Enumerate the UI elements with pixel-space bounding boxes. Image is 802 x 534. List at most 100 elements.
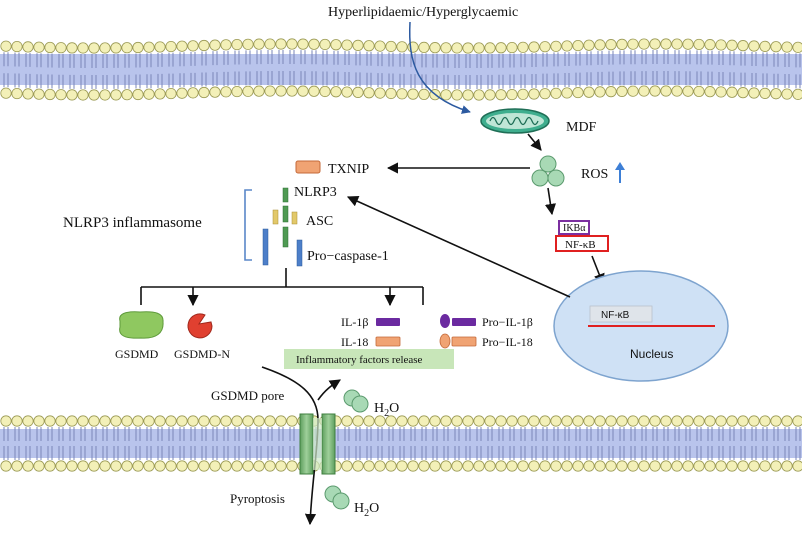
lipid-head	[88, 42, 100, 54]
gsdmd-pore-icon	[299, 413, 336, 475]
lipid-head	[693, 415, 705, 427]
lipid-tail	[476, 427, 482, 441]
lipid-head	[781, 460, 793, 472]
lipid-head	[638, 38, 650, 50]
lipid-head	[473, 89, 485, 101]
lipid-tail	[333, 71, 339, 86]
lipid-head	[682, 38, 694, 50]
lipid-head	[11, 87, 23, 100]
lipid-tail	[366, 446, 372, 460]
lipid-head	[572, 415, 584, 427]
lipid-head	[231, 460, 243, 472]
il18-icon	[375, 336, 401, 347]
lipid-tail	[630, 50, 636, 65]
lipid-tail	[58, 446, 64, 460]
lipid-head	[407, 88, 419, 100]
lipid-head	[429, 415, 441, 427]
lipid-tail	[3, 73, 9, 88]
nlrp3-icon	[282, 187, 289, 248]
lipid-head	[462, 89, 474, 101]
lipid-head	[440, 415, 452, 427]
lipid-tail	[674, 427, 680, 441]
lipid-tail	[355, 427, 361, 441]
lipid-head	[231, 415, 243, 427]
lipid-head	[198, 460, 210, 472]
lipid-tail	[47, 446, 53, 460]
lipid-head	[209, 86, 221, 98]
lipid-tail	[234, 50, 240, 65]
lipid-tail	[498, 446, 504, 460]
lipid-head	[220, 39, 232, 51]
lipid-tail	[267, 427, 273, 441]
lipid-head	[99, 42, 111, 54]
lipid-tail	[135, 74, 141, 89]
lipid-head	[693, 38, 705, 51]
lipid-head	[275, 38, 287, 50]
il1b-label: IL-1β	[341, 315, 368, 329]
lipid-head	[341, 460, 353, 472]
lipid-head	[627, 460, 639, 472]
lipid-tail	[223, 50, 229, 65]
lipid-tail	[542, 52, 548, 67]
lipid-tail	[14, 73, 20, 88]
lipid-tail	[344, 446, 350, 460]
lipid-head	[253, 85, 265, 97]
lipid-head	[286, 415, 298, 427]
lipid-head	[572, 39, 584, 52]
lipid-tail	[773, 52, 779, 67]
lipid-head	[528, 415, 540, 427]
lipid-head	[770, 460, 782, 472]
lipid-head	[561, 87, 573, 99]
lipid-head	[726, 39, 738, 51]
lipid-head	[264, 85, 276, 97]
lipid-tail	[795, 446, 801, 460]
lipid-tail	[707, 71, 713, 86]
lipid-tail	[344, 427, 350, 441]
gsdmd-n-label: GSDMD-N	[174, 347, 230, 361]
lipid-tail	[773, 446, 779, 460]
lipid-tail	[47, 74, 53, 89]
lipid-head	[110, 460, 122, 472]
lipid-tail	[498, 53, 504, 68]
lipid-tail	[641, 427, 647, 441]
lipid-tail	[25, 52, 31, 67]
lipid-tail	[157, 427, 163, 441]
lipid-head	[682, 460, 694, 472]
lipid-head	[22, 41, 34, 53]
lipid-head	[594, 39, 606, 51]
lipid-head	[231, 85, 243, 98]
lipid-head	[110, 42, 122, 54]
lipid-head	[198, 86, 210, 99]
lipid-tail	[498, 74, 504, 89]
lipid-head	[55, 89, 67, 101]
lipid-tail	[476, 53, 482, 68]
lipid-head	[187, 460, 199, 472]
ros-label: ROS	[581, 167, 608, 182]
lipid-head	[374, 415, 386, 427]
ros-to-ikba-arrow	[544, 187, 557, 216]
lipid-head	[66, 460, 78, 472]
mdf-to-ros-arrow	[527, 133, 542, 151]
stimulus-label: Hyperlipidaemic/Hyperglycaemic	[328, 5, 518, 20]
nfkb-nucleus-box	[589, 305, 653, 323]
lipid-tail	[696, 446, 702, 460]
lipid-head	[88, 415, 100, 427]
lipid-tail	[388, 73, 394, 88]
lipid-tail	[751, 446, 757, 460]
lipid-head	[693, 460, 705, 472]
lipid-tail	[509, 446, 515, 460]
lipid-head	[77, 415, 89, 427]
lipid-head	[506, 88, 518, 101]
lipid-head	[297, 38, 309, 50]
lipid-tail	[696, 427, 702, 441]
lipid-tail	[762, 73, 768, 88]
lipid-head	[286, 38, 298, 50]
lipid-head	[99, 460, 111, 472]
lipid-head	[418, 460, 430, 472]
lipid-head	[759, 415, 771, 427]
lipid-head	[88, 460, 100, 472]
lipid-head	[605, 86, 617, 98]
lipid-head	[429, 460, 441, 472]
lipid-tail	[36, 74, 42, 89]
lipid-tail	[278, 50, 284, 65]
